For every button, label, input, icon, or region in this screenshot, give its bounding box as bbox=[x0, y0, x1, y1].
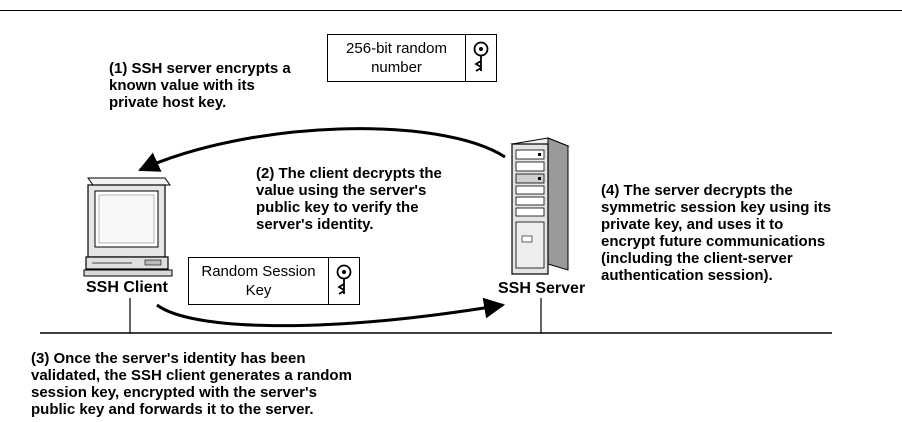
step-2-text: (2) The client decrypts the value using … bbox=[256, 165, 442, 233]
key-icon bbox=[473, 41, 489, 72]
step-4-text: (4) The server decrypts the symmetric se… bbox=[601, 182, 832, 284]
key-icon-cell bbox=[466, 35, 496, 81]
random-number-label: 256-bit random number bbox=[328, 35, 466, 81]
session-key-label: Random Session Key bbox=[189, 258, 329, 304]
arrow-server-to-client bbox=[138, 127, 506, 172]
server-tower-icon bbox=[510, 137, 570, 275]
session-key-box: Random Session Key bbox=[188, 257, 360, 305]
step-3-text: (3) Once the server's identity has been … bbox=[31, 350, 352, 418]
top-rule bbox=[0, 10, 902, 11]
step-1-text: (1) SSH server encrypts a known value wi… bbox=[109, 60, 291, 111]
random-number-box: 256-bit random number bbox=[327, 34, 497, 82]
key-icon-cell bbox=[329, 258, 359, 304]
arrow-client-to-server bbox=[156, 297, 506, 328]
client-computer-icon bbox=[83, 177, 173, 277]
key-icon bbox=[336, 264, 352, 295]
ssh-server-label: SSH Server bbox=[498, 280, 586, 297]
ssh-client-label: SSH Client bbox=[86, 279, 168, 296]
